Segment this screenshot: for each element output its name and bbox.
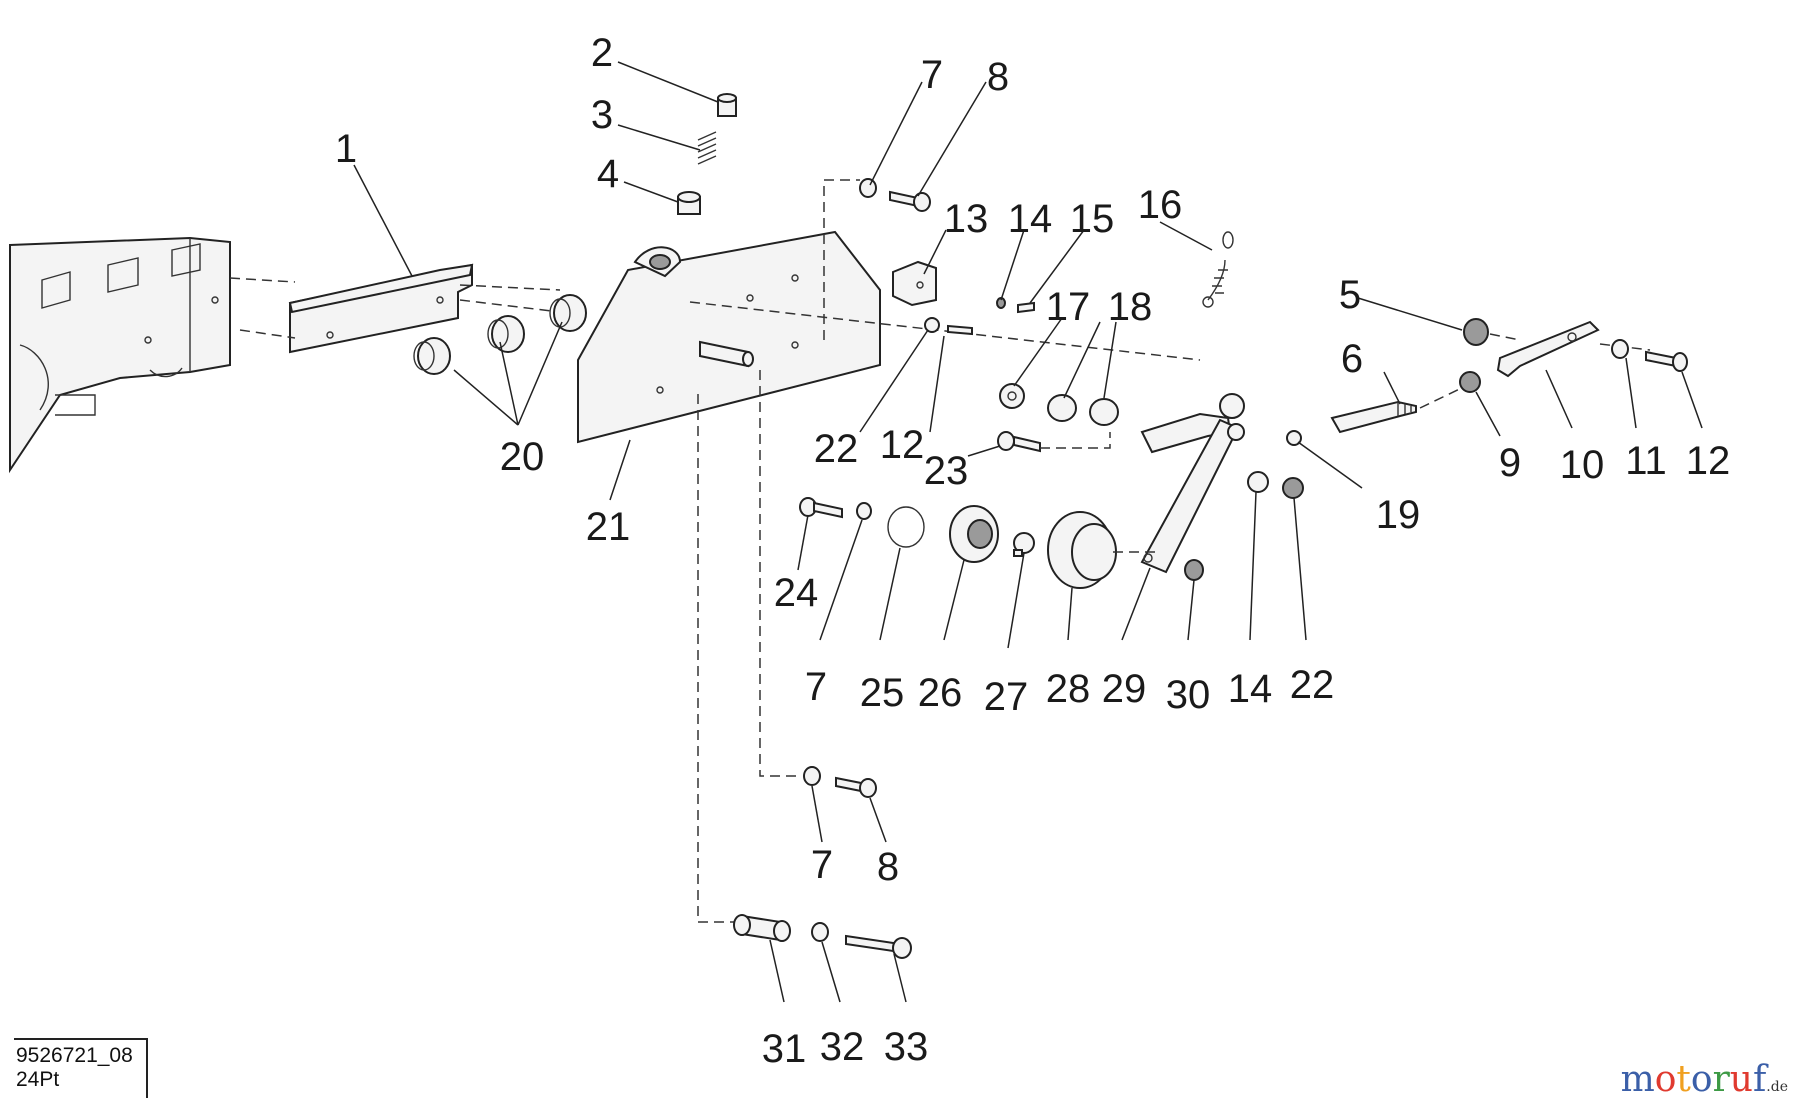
spring-part-3 — [697, 131, 717, 165]
washer-part-7-top — [859, 178, 877, 198]
label-32: 32 — [820, 1025, 865, 1069]
label-27: 27 — [984, 675, 1029, 719]
washer-part-11 — [1611, 339, 1629, 359]
clip-part-25 — [887, 506, 925, 548]
label-15: 15 — [1070, 197, 1115, 241]
drawing-code-number: 9526721_08 — [16, 1044, 133, 1067]
label-23: 23 — [924, 449, 969, 493]
washer-part-5 — [1463, 318, 1489, 346]
washer-part-7-mid — [856, 502, 872, 520]
washer-part-17 — [999, 383, 1025, 409]
screw-part-15 — [1017, 301, 1035, 314]
nut-part-22-right — [1282, 477, 1304, 499]
label-21: 21 — [586, 505, 631, 549]
rod-part-6 — [1330, 400, 1417, 434]
spring-part-16 — [1202, 231, 1234, 308]
screw-part-2 — [717, 93, 737, 117]
label-7c: 7 — [811, 843, 833, 887]
label-14a: 14 — [1008, 197, 1053, 241]
nut-part-22-left — [924, 317, 940, 333]
bracket-part-1 — [288, 263, 474, 354]
label-4: 4 — [597, 152, 619, 196]
bearing-part-26 — [949, 505, 999, 563]
label-9: 9 — [1499, 441, 1521, 485]
label-7a: 7 — [921, 53, 943, 97]
spacer-part-18 — [1047, 394, 1119, 426]
drawing-code-suffix: 24Pt — [16, 1068, 60, 1091]
pulley-part-28 — [1047, 511, 1117, 589]
bolt-part-33 — [845, 934, 912, 959]
bolt-part-27 — [1013, 532, 1035, 557]
label-7b: 7 — [805, 665, 827, 709]
label-16: 16 — [1138, 183, 1183, 227]
label-1: 1 — [335, 127, 357, 171]
label-8b: 8 — [877, 845, 899, 889]
frame-part — [9, 236, 231, 474]
label-12b: 12 — [880, 423, 925, 467]
bolt-part-12-left — [947, 324, 973, 336]
label-3: 3 — [591, 93, 613, 137]
washer-part-19 — [1286, 430, 1302, 446]
label-24: 24 — [774, 571, 819, 615]
bracket-part-13 — [892, 260, 937, 307]
bolt-part-8-top — [889, 190, 931, 212]
callout-numbers: 1 2 3 4 5 6 7 8 9 10 11 12 13 14 15 16 1… — [335, 31, 1730, 1071]
leader-lines — [353, 61, 1703, 1003]
plate-part-21 — [577, 230, 881, 444]
label-12a: 12 — [1686, 439, 1731, 483]
watermark-logo: motoruf.de — [1620, 1059, 1788, 1100]
arm-part-29 — [1140, 393, 1245, 574]
label-30: 30 — [1166, 673, 1211, 717]
cap-part-4 — [677, 191, 701, 215]
nut-part-9 — [1459, 371, 1481, 393]
label-19: 19 — [1376, 493, 1421, 537]
label-18: 18 — [1108, 285, 1153, 329]
label-13: 13 — [944, 197, 989, 241]
label-29: 29 — [1102, 667, 1147, 711]
nut-part-30 — [1184, 559, 1204, 581]
label-10: 10 — [1560, 443, 1605, 487]
label-11: 11 — [1625, 439, 1667, 483]
label-6: 6 — [1341, 337, 1363, 381]
label-26: 26 — [918, 671, 963, 715]
spacer-part-31 — [733, 914, 791, 942]
label-31: 31 — [762, 1027, 807, 1071]
bolt-part-24 — [799, 497, 843, 519]
washer-part-14-right — [1247, 471, 1269, 493]
label-22a: 22 — [814, 427, 859, 471]
bolt-part-23 — [997, 431, 1041, 453]
label-17: 17 — [1046, 285, 1091, 329]
drawing-code: 9526721_08 24Pt — [14, 1038, 148, 1098]
washer-part-7-low — [803, 766, 821, 786]
lever-part-10 — [1496, 320, 1600, 378]
bolt-part-8-low — [835, 776, 877, 798]
label-14b: 14 — [1228, 667, 1273, 711]
label-2: 2 — [591, 31, 613, 75]
label-33: 33 — [884, 1025, 929, 1069]
label-8a: 8 — [987, 55, 1009, 99]
washer-part-32 — [811, 922, 829, 942]
bolt-part-12-right — [1645, 350, 1688, 372]
label-20: 20 — [500, 435, 545, 479]
label-25: 25 — [860, 671, 905, 715]
label-5: 5 — [1339, 273, 1361, 317]
label-22b: 22 — [1290, 663, 1335, 707]
label-28: 28 — [1046, 667, 1091, 711]
